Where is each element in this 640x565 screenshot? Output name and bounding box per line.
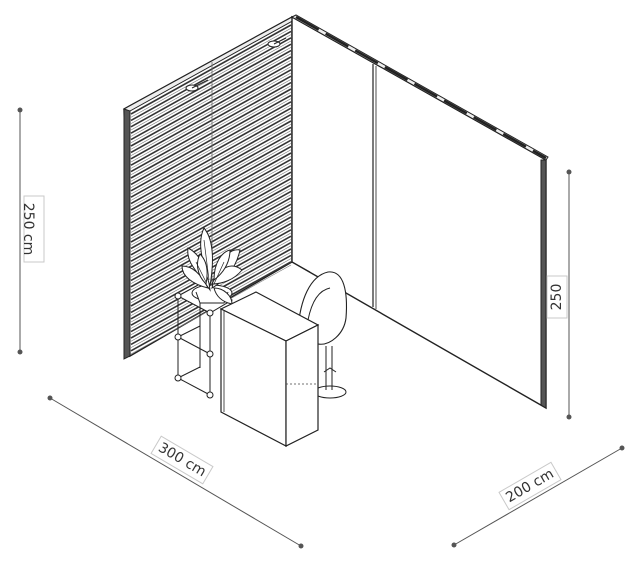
wall-slat-gap: [130, 130, 292, 220]
wall-slat-gap: [130, 91, 292, 182]
wall-slat: [130, 145, 292, 237]
wall-slat: [130, 177, 292, 269]
wall-slat: [130, 37, 292, 128]
wall-slat: [130, 88, 292, 179]
dimension-label-height-right: 250: [549, 284, 565, 311]
wall-slat: [130, 69, 292, 160]
dimension-height-left: 250 cm: [17, 107, 45, 355]
wall-slats: [130, 24, 292, 355]
wall-slat-gap: [130, 117, 292, 208]
wall-slat: [130, 101, 292, 192]
dimension-label-height-left: 250 cm: [20, 203, 36, 256]
wall-slat-gap: [130, 155, 292, 246]
wall-slat: [130, 43, 292, 134]
wall-slat-gap: [130, 98, 292, 188]
wall-slat-gap: [130, 162, 292, 252]
wall-slat: [130, 184, 292, 275]
wall-slat-gap: [130, 104, 292, 195]
reception-counter: [219, 291, 320, 447]
wall-slat: [130, 120, 292, 211]
wall-slat-gap: [130, 123, 292, 214]
wall-slat: [130, 190, 292, 282]
left-slatted-wall: [122, 15, 298, 360]
wall-slat-gap: [130, 47, 292, 137]
wall-slat: [130, 165, 292, 256]
wall-slat-gap: [130, 53, 292, 144]
wall-slat: [130, 56, 292, 147]
wall-slat-gap: [130, 168, 292, 259]
wall-slat-gap: [130, 239, 292, 329]
dimension-depth-right: 200 cm: [451, 445, 625, 548]
wall-slat: [130, 158, 292, 250]
wall-slat-gap: [130, 27, 292, 118]
wall-slat-gap: [130, 79, 292, 169]
dimension-height-right: 250: [546, 169, 572, 420]
wall-slat: [130, 81, 292, 173]
potted-plant: [181, 227, 243, 305]
wall-slat: [130, 75, 292, 166]
right-back-wall: [290, 14, 549, 410]
wall-slat: [130, 107, 292, 198]
wall-slat-gap: [130, 85, 292, 176]
wall-slat: [130, 113, 292, 205]
wall-slat-gap: [130, 187, 292, 278]
wall-slat: [130, 49, 292, 141]
wall-slat-gap: [130, 194, 292, 284]
wall-slat-gap: [130, 143, 292, 233]
wall-slat: [130, 139, 292, 230]
wall-slat-gap: [130, 175, 292, 265]
wall-slat: [130, 133, 292, 224]
wall-slat: [130, 94, 292, 186]
wall-slat: [130, 24, 292, 115]
wall-slat-gap: [130, 40, 292, 131]
wall-slat-gap: [130, 149, 292, 240]
wall-slat-gap: [130, 66, 292, 156]
wall-slat-gap: [130, 181, 292, 272]
wall-slat-gap: [130, 72, 292, 163]
wall-slat: [130, 126, 292, 218]
wall-slat: [130, 62, 292, 154]
wall-slat: [130, 171, 292, 262]
wall-slat-gap: [130, 59, 292, 150]
wall-slat-gap: [130, 34, 292, 124]
wall-slat: [130, 152, 292, 243]
wall-slat: [130, 30, 292, 122]
wall-slat-gap: [130, 136, 292, 227]
wall-slat-gap: [130, 111, 292, 201]
